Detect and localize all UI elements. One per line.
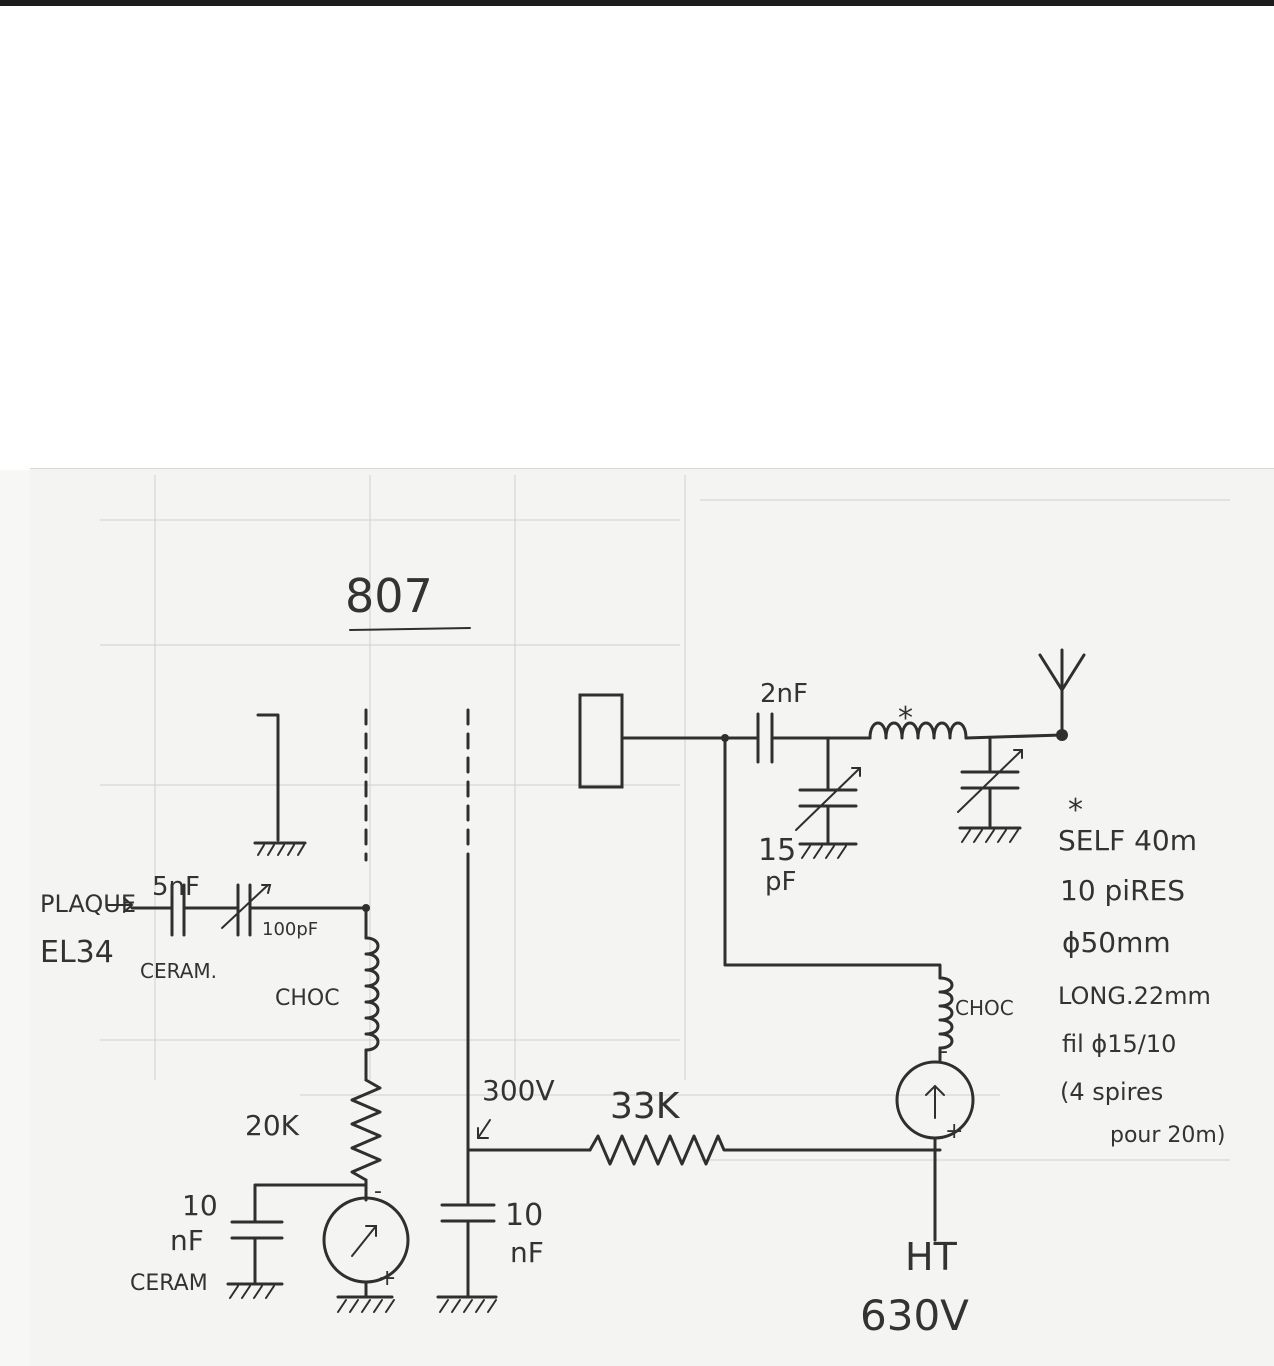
grid-choke-label: CHOC [275,986,340,1011]
cap-5nf-type-label: CERAM. [140,959,217,983]
cap-5nf-label: 5nF [152,872,200,902]
tune-cap-arrow-icon [795,767,861,831]
bleed-through-lines [100,475,1230,1161]
coil-spec-line-3: ϕ50mm [1062,926,1171,959]
left-cap-value: 10 [182,1189,218,1222]
input-arrow-icon [107,897,134,913]
plate-current-meter [895,1060,975,1242]
resistor-20k-label: 20K [245,1109,300,1142]
plate-meter-plus: + [945,1119,963,1144]
coil-spec-line-1: SELF 40m [1058,824,1197,857]
plate-meter-minus: - [940,1039,948,1064]
input-coupling-network [130,883,370,937]
ht-label: HT [905,1235,958,1279]
tune-cap-value: 15 [758,833,796,868]
left-cap-unit: nF [170,1224,204,1257]
left-decoupling-cap [226,1183,368,1299]
screen-feed [436,858,942,1313]
coil-spec-notes: * SELF 40m 10 piRES ϕ50mm LONG.22mm fil … [1058,793,1225,1148]
node-300v-arrow-icon [477,1119,491,1139]
coil-spec-line-5: fil ϕ15/10 [1062,1030,1176,1058]
coil-spec-line-2: 10 piRES [1060,874,1185,907]
grid-meter-plus: + [378,1266,396,1291]
resistor-20k [350,1078,382,1182]
plate-electrode [578,693,624,789]
coil-spec-marker: * [1068,793,1083,828]
meter-needle-icon [351,1225,377,1257]
screen-voltage-label: 300V [482,1074,555,1107]
variable-cap-arrow-icon [221,884,272,929]
left-cap-type: CERAM [130,1271,208,1296]
grid-choke [364,906,380,1082]
grid-current-meter [322,1178,410,1313]
coil-spec-line-6: (4 spires [1060,1078,1163,1106]
grid-meter-minus: - [374,1179,382,1204]
coil-spec-line-7: pour 20m) [1110,1123,1225,1148]
coil-spec-line-4: LONG.22mm [1058,982,1211,1010]
tube-electrodes [253,693,624,862]
input-label-el34: EL34 [40,935,114,970]
mid-cap-value: 10 [505,1198,543,1233]
plate-meter-needle-icon [925,1084,945,1119]
plate-tank-circuit [620,648,1086,1062]
title-underline [349,627,471,631]
blank-paper-area [0,0,1274,470]
ht-voltage-label: 630V [860,1291,969,1340]
scan-edge [0,0,1274,6]
tube-type-label: 807 [345,569,433,623]
tune-cap-unit: pF [765,867,796,897]
antenna-icon [1038,648,1086,692]
cap-100pf-label: 100pF [262,919,318,940]
mid-cap-unit: nF [510,1236,544,1269]
load-cap-arrow-icon [957,749,1023,813]
resistor-33k-label: 33K [610,1086,681,1127]
plate-choke-label: CHOC [955,996,1014,1020]
output-cap-label: 2nF [760,679,808,709]
coil-marker: * [898,701,913,736]
